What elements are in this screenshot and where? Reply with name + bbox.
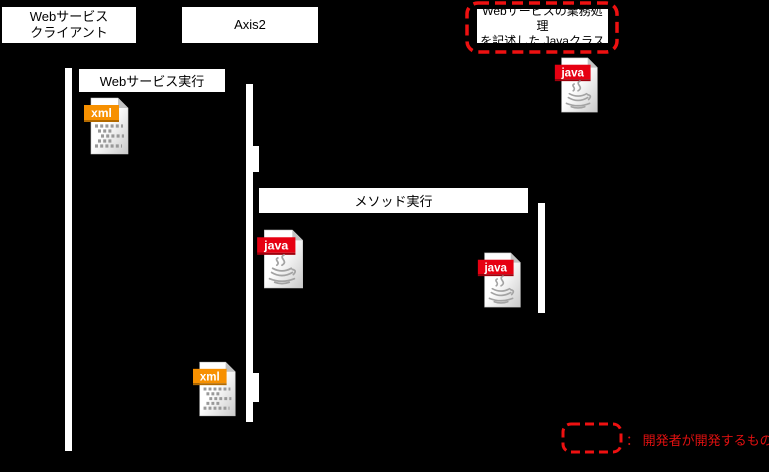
java-banner-label: java <box>483 262 507 274</box>
xml-banner <box>193 368 227 384</box>
lifeline-axis2-nested-bottom <box>253 373 259 402</box>
xml-banner-label: xml <box>200 371 220 383</box>
red-dashed-border <box>465 1 619 54</box>
java-banner <box>477 259 514 275</box>
xml-banner-shadow <box>84 120 119 122</box>
java-file-icon-class: java <box>554 57 598 113</box>
xml-text-dots <box>95 124 124 148</box>
xml-file-icon-request: xml <box>84 97 129 155</box>
java-file-icon-invoke: java <box>477 252 521 308</box>
lifeline-client <box>65 68 72 451</box>
method-exec-text: メソッド実行 <box>354 194 433 209</box>
web-service-exec-text: Webサービス実行 <box>99 74 205 89</box>
java-banner-shadow <box>554 79 591 82</box>
legend-key-box <box>561 422 623 454</box>
participant-axis2-label: Axis2 <box>234 17 266 32</box>
annotation-box-java-class: Webサービスの業務処理 を記述した Javaクラス <box>464 0 620 56</box>
participant-box-client: Webサービス クライアント <box>2 7 136 43</box>
java-banner <box>257 237 296 253</box>
xml-text-dots <box>203 387 232 410</box>
fold-corner-icon <box>225 362 236 372</box>
java-class-label-box: Webサービスの業務処理 を記述した Javaクラス <box>477 4 608 48</box>
java-class-line1: Webサービスの業務処理 <box>482 3 603 33</box>
xml-banner-label: xml <box>91 106 112 120</box>
java-banner-label: java <box>560 67 584 79</box>
legend-text: ： 開発者が開発するもの <box>626 433 769 448</box>
participant-client-line2: クライアント <box>30 25 108 40</box>
java-coffee-logo-icon <box>488 275 515 304</box>
message-label-method-exec: メソッド実行 <box>259 188 528 213</box>
xml-banner-shadow <box>193 383 227 386</box>
java-banner-shadow <box>257 252 296 255</box>
java-file-icon-axis2: java <box>257 229 303 289</box>
xml-banner <box>84 105 119 120</box>
java-class-line2: を記述した Javaクラス <box>480 33 605 48</box>
java-banner-shadow <box>477 274 514 277</box>
xml-file-icon-response: xml <box>193 361 236 417</box>
message-label-web-service-exec: Webサービス実行 <box>79 69 225 92</box>
java-coffee-logo-icon <box>565 80 592 109</box>
lifeline-java-class <box>538 203 545 313</box>
participant-box-axis2: Axis2 <box>182 7 318 43</box>
lifeline-axis2 <box>246 84 253 422</box>
participant-client-line1: Webサービス <box>29 9 109 24</box>
java-banner-label: java <box>263 239 288 253</box>
lifeline-axis2-nested-top <box>253 146 259 172</box>
java-coffee-logo-icon <box>268 253 297 285</box>
fold-corner-icon <box>118 98 128 108</box>
java-banner <box>554 64 591 80</box>
